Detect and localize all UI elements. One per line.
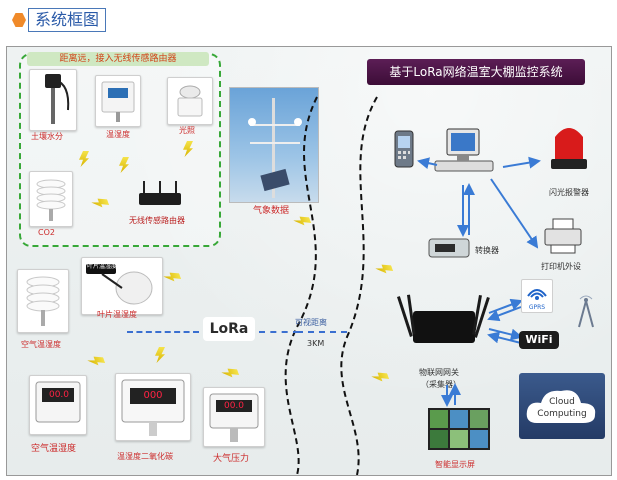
panel-readout-3: 00.0 bbox=[223, 401, 245, 411]
computer-output-arrows bbox=[417, 156, 541, 249]
soil-sensor-image bbox=[29, 69, 77, 131]
printer-image bbox=[541, 217, 585, 255]
co2-monitor-icon bbox=[121, 379, 185, 436]
temp-co2-image: 000 bbox=[115, 373, 191, 441]
alarm-light-icon bbox=[551, 128, 587, 169]
computer-icon bbox=[434, 128, 494, 172]
group-banner bbox=[27, 52, 209, 66]
converter-icon bbox=[428, 238, 470, 258]
weather-station-image bbox=[229, 87, 319, 203]
leaf-sensor-image bbox=[81, 257, 163, 315]
label-pressure: 大气压力 bbox=[213, 454, 250, 464]
converter-image bbox=[425, 235, 473, 261]
wireless-router-image bbox=[135, 179, 185, 209]
label-converter: 转换器 bbox=[475, 246, 499, 255]
page-header: 系统框图 bbox=[0, 0, 617, 40]
leaf-sensor-tag: 叶片温湿度 bbox=[87, 263, 118, 270]
label-air-temp: 空气温湿度 bbox=[21, 340, 61, 349]
gprs-label: GPRS bbox=[528, 304, 546, 311]
light-sensor-image bbox=[167, 77, 213, 125]
gateway-link-arrows bbox=[487, 298, 523, 344]
label-distance-value: 3KM bbox=[307, 339, 325, 348]
air-temp-shield-image bbox=[17, 269, 69, 333]
page-title: 系统框图 bbox=[28, 8, 107, 32]
label-router: 无线传感路由器 bbox=[129, 216, 185, 225]
lora-logo: LoRa bbox=[203, 317, 255, 341]
antenna-icon bbox=[578, 295, 594, 328]
panel-readout-1: 00.0 bbox=[48, 390, 70, 400]
flash-alarm-image bbox=[547, 119, 591, 173]
label-air-temp-2: 空气温湿度 bbox=[31, 444, 77, 454]
label-soil-moisture: 土壤水分 bbox=[31, 132, 63, 141]
gprs-signal-icon bbox=[527, 289, 547, 300]
cloud-label-b: Computing bbox=[537, 409, 587, 419]
group-title: 距离远，接入无线传感路由器 bbox=[59, 54, 177, 64]
mobile-phone-image bbox=[393, 129, 415, 169]
wifi-badge: WiFi bbox=[519, 331, 559, 349]
label-display: 智能显示屏 bbox=[435, 460, 475, 469]
label-printer: 打印机外设 bbox=[541, 262, 581, 271]
label-gateway: 物联网网关 bbox=[419, 368, 459, 377]
radiation-shield-icon bbox=[26, 276, 60, 326]
phone-icon bbox=[394, 130, 414, 168]
temp-humidity-image bbox=[95, 75, 141, 127]
smart-display-image bbox=[427, 407, 491, 455]
label-co2: CO2 bbox=[38, 228, 55, 237]
leaf-sensor-icon bbox=[86, 264, 153, 305]
wireless-signal-icon bbox=[79, 151, 89, 167]
soil-probe-icon bbox=[45, 74, 70, 124]
air-temp-display-image: 00.0 bbox=[29, 375, 87, 435]
cloud-label-a: Cloud bbox=[549, 397, 575, 407]
router-icon bbox=[139, 181, 181, 205]
pressure-sensor-icon bbox=[209, 393, 259, 442]
co2-sensor-image bbox=[29, 171, 73, 227]
wireless-signal-icon bbox=[155, 347, 165, 363]
temp-humidity-box-icon bbox=[101, 81, 135, 122]
gprs-badge: GPRS bbox=[521, 279, 553, 313]
hexagon-bullet-icon bbox=[12, 13, 26, 27]
distance-link bbox=[297, 331, 347, 333]
gateway-display-arrows bbox=[441, 383, 461, 407]
label-alarm: 闪光报警器 bbox=[549, 188, 589, 197]
weather-mast-icon bbox=[248, 98, 302, 198]
printer-icon bbox=[544, 218, 582, 254]
pressure-image: 00.0 bbox=[203, 387, 265, 447]
system-title-banner: 基于LoRa网络温室大棚监控系统 bbox=[367, 59, 585, 85]
cloud-icon bbox=[526, 390, 596, 423]
label-leaf: 叶片温湿度 bbox=[97, 310, 137, 319]
gateway-icon bbox=[397, 294, 490, 343]
wifi-label: WiFi bbox=[525, 333, 553, 346]
computer-image bbox=[431, 127, 497, 179]
wireless-signal-icon bbox=[183, 141, 193, 157]
label-gateway-sub: （采集器） bbox=[421, 380, 461, 389]
radiation-shield-icon bbox=[36, 179, 66, 221]
range-divider-lines bbox=[284, 96, 378, 475]
label-weather: 气象数据 bbox=[253, 206, 290, 216]
display-wall-icon bbox=[428, 408, 490, 450]
light-sensor-icon bbox=[177, 85, 203, 117]
label-light: 光照 bbox=[179, 126, 195, 135]
cloud-computing-image: Cloud Computing bbox=[519, 373, 605, 439]
lora-link-left bbox=[127, 331, 199, 333]
wireless-signal-icon bbox=[119, 157, 129, 173]
display-sensor-icon bbox=[35, 381, 81, 423]
label-temp-humidity: 温湿度 bbox=[106, 130, 130, 139]
label-distance: 可视距离 bbox=[295, 318, 327, 327]
lora-link-right bbox=[259, 331, 299, 333]
gateway-image bbox=[387, 293, 499, 357]
panel-readout-2: 000 bbox=[143, 390, 163, 401]
label-temp-co2: 温湿度二氧化碳 bbox=[117, 452, 173, 461]
diagram-frame: 距离远，接入无线传感路由器 土壤水分 温湿度 光照 bbox=[6, 46, 612, 476]
lora-text: LoRa bbox=[209, 321, 249, 337]
